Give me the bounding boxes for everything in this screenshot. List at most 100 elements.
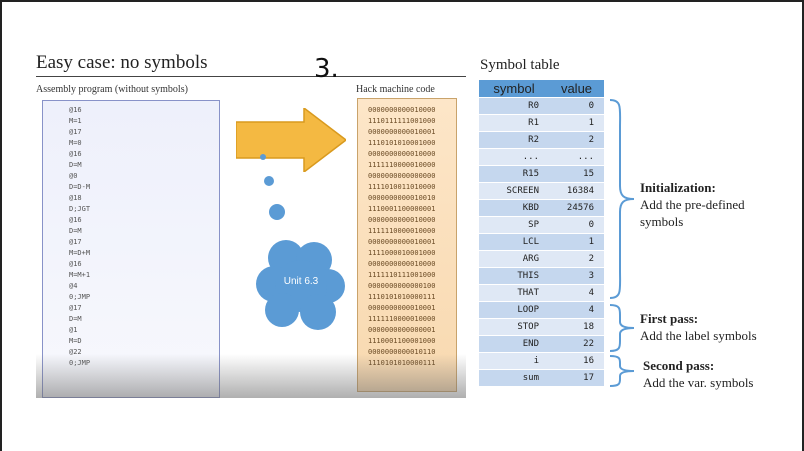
hack-line: 0000000000010000 — [368, 260, 436, 268]
cloud-icon: Unit 6.3 — [256, 238, 346, 334]
hack-line: 1110101010001000 — [368, 139, 436, 147]
hack-line: 1110001100001000 — [368, 337, 436, 345]
header-symbol: symbol — [479, 80, 549, 97]
value-cell: 22 — [549, 334, 604, 352]
symbol-cell: SCREEN — [479, 181, 549, 199]
unit-label: Unit 6.3 — [283, 276, 319, 287]
thought-bubble-large — [269, 204, 285, 220]
value-cell: 2 — [549, 130, 604, 148]
assembly-line: 0;JMP — [69, 359, 91, 367]
hack-line: 1111010011010000 — [368, 183, 436, 191]
note-first-pass-text: Add the label symbols — [640, 328, 757, 343]
symbol-cell: R15 — [479, 164, 549, 182]
assembly-line: @16 — [69, 216, 82, 224]
right-arrow-icon — [236, 108, 346, 172]
hack-line: 0000000000010001 — [368, 128, 436, 136]
value-cell: 4 — [549, 300, 604, 318]
assembly-line: M=M+1 — [69, 271, 91, 279]
hack-code-box: 0000000000010000 1110111111001000 00000000… — [357, 98, 457, 392]
hack-line: 0000000000000000 — [368, 172, 436, 180]
assembly-line: @18 — [69, 194, 82, 202]
hack-line: 1110101010000111 — [368, 293, 436, 301]
note-initialization-title: Initialization: — [640, 180, 716, 195]
symbol-cell: STOP — [479, 317, 549, 335]
symbol-cell: END — [479, 334, 549, 352]
value-cell: 1 — [549, 232, 604, 250]
assembly-line: @17 — [69, 238, 82, 246]
symbol-table-title: Symbol table — [480, 57, 560, 73]
hack-line: 1111000010001000 — [368, 249, 436, 257]
hack-line: 1110111111001000 — [368, 117, 436, 125]
assembly-line: D;JGT — [69, 205, 91, 213]
window-top-border — [0, 0, 804, 2]
symbol-cell: THAT — [479, 283, 549, 301]
thought-bubble-medium — [264, 176, 274, 186]
brace-first-pass-icon — [609, 304, 635, 352]
value-cell: 0 — [549, 96, 604, 114]
assembly-line: @0 — [69, 172, 78, 180]
brace-second-pass-icon — [609, 355, 635, 387]
note-second-pass: Second pass: Add the var. symbols — [643, 357, 754, 391]
hack-line: 0000000000010001 — [368, 304, 436, 312]
hack-line: 1111110000010000 — [368, 227, 436, 235]
value-cell: 3 — [549, 266, 604, 284]
header-value: value — [549, 80, 604, 97]
window-right-border — [802, 0, 804, 451]
assembly-line: @17 — [69, 304, 82, 312]
value-cell: ... — [549, 147, 604, 165]
symbol-cell: sum — [479, 368, 549, 386]
window-left-border — [0, 0, 2, 451]
symbol-cell: R0 — [479, 96, 549, 114]
hack-line: 0000000000010000 — [368, 216, 436, 224]
value-cell: 2 — [549, 249, 604, 267]
hack-heading: Hack machine code — [356, 84, 435, 95]
note-first-pass: First pass: Add the label symbols — [640, 310, 757, 344]
value-cell: 1 — [549, 113, 604, 131]
assembly-line: @16 — [69, 260, 82, 268]
note-second-pass-title: Second pass: — [643, 358, 715, 373]
hack-line: 0000000000000100 — [368, 282, 436, 290]
lecture-slide: Easy case: no symbols 3. Assembly progra… — [36, 48, 466, 398]
symbol-cell: ... — [479, 147, 549, 165]
symbol-cell: SP — [479, 215, 549, 233]
slide-title: Easy case: no symbols — [36, 52, 208, 73]
assembly-line: @16 — [69, 106, 82, 114]
assembly-line: @22 — [69, 348, 82, 356]
assembly-line: @16 — [69, 150, 82, 158]
symbol-cell: LOOP — [479, 300, 549, 318]
value-cell: 15 — [549, 164, 604, 182]
brace-initialization-icon — [609, 99, 635, 299]
value-cell: 0 — [549, 215, 604, 233]
note-second-pass-text: Add the var. symbols — [643, 375, 754, 390]
note-initialization-line1: Add the pre-defined — [640, 197, 745, 212]
assembly-line: @17 — [69, 128, 82, 136]
note-first-pass-title: First pass: — [640, 311, 699, 326]
hack-line: 1111110000010000 — [368, 161, 436, 169]
note-initialization: Initialization: Add the pre-defined symb… — [640, 179, 745, 230]
hack-line: 0000000000010000 — [368, 106, 436, 114]
symbol-table-row: ...... — [479, 147, 604, 165]
hack-line: 1111110111001000 — [368, 271, 436, 279]
symbol-cell: R1 — [479, 113, 549, 131]
assembly-line: D=M — [69, 315, 82, 323]
hack-line: 1110101010000111 — [368, 359, 436, 367]
hack-line: 0000000000010000 — [368, 150, 436, 158]
assembly-line: @4 — [69, 282, 78, 290]
hack-line: 0000000000000001 — [368, 326, 436, 334]
assembly-line: D=M — [69, 161, 82, 169]
symbol-cell: ARG — [479, 249, 549, 267]
assembly-line: M=1 — [69, 117, 82, 125]
